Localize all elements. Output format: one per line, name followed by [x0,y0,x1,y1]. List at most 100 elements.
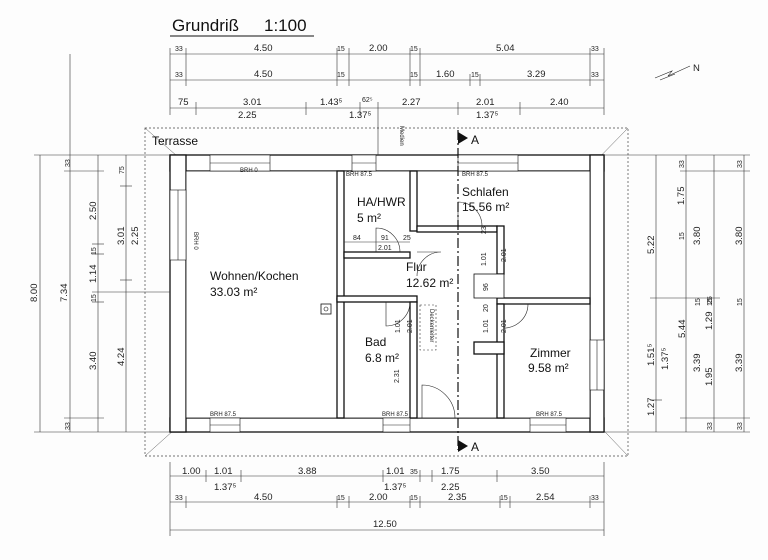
room-hwr-name: HA/HWR [357,195,406,209]
top3b-dim-2: 1.37⁵ [349,110,371,121]
top2-dim-2: 4.50 [254,69,273,80]
room-flur-area: 12.62 m² [406,276,453,290]
inner-dim-hwr-w: 2.01 [378,245,392,252]
right-col2-1: 33 [679,160,686,168]
top2-dim-3: 15 [337,72,345,79]
top-dim-3: 15 [337,46,345,53]
right-col1-1: 5.22 [646,236,657,255]
room-schlafen-name: Schlafen [462,185,509,199]
top3-dim-5: 2.27 [402,97,421,108]
bottom-dimensions: 1.00 1.01 3.88 1.01 35 1.75 3.50 1.37⁵ 1… [169,462,605,536]
bottom-dim-1: 1.00 [182,466,201,477]
top-dimensions: 33 4.50 15 2.00 15 5.04 33 33 4.50 15 1.… [169,43,605,121]
bottom2-dim-6: 2.35 [448,492,467,503]
plan-title: Grundriß [172,16,239,35]
top2-dim-8: 15 [471,72,479,79]
medien-label: Medien [398,126,404,146]
window-label-7: BRH 0 [192,232,198,250]
top2-dim-6: 3.29 [527,69,546,80]
section-marker-bottom: A [471,440,479,454]
inner-dim-hwr-c: 25 [403,235,411,242]
bottom-dim-3: 3.88 [298,466,317,477]
right-col2-7: 33 [707,422,714,430]
bottom1b-dim-1: 1.37⁵ [214,482,236,493]
exterior-walls [169,154,605,433]
top-dim-6: 5.04 [496,43,515,54]
bottom2-dim-2: 4.50 [254,492,273,503]
inner-dim-flur-a: 1.01 [481,252,488,266]
bottom2-dim-1: 33 [175,495,183,502]
top3b-dim-3: 1.37⁵ [476,110,498,121]
inner-dim-hwr-b: 91 [381,235,389,242]
bottom-dim-total: 12.50 [373,519,397,530]
windows [169,154,605,433]
doors [375,201,529,419]
top2-dim-7: 33 [591,72,599,79]
inner-dim-flur-e: 20 [483,304,490,312]
bottom-dim-2: 1.01 [214,466,233,477]
bottom2-dim-8: 2.54 [536,492,555,503]
room-zimmer-area: 9.58 m² [528,361,569,375]
bottom-dim-4: 1.01 [386,466,405,477]
inner-dim-flur-b: 23 [481,226,488,234]
left-col3-2: 2.50 [88,202,99,221]
right-col2-5: 15 [707,298,714,306]
right-col2-8: 25 [707,296,714,304]
section-line: A A [457,130,479,454]
right-col2-6: 1.95 [704,368,715,387]
left-col3-4: 1.14 [88,265,99,284]
top3-dim-3: 1.43⁵ [320,97,342,108]
interior-walls [336,170,591,419]
bottom1b-dim-2: 1.37⁵ [384,482,406,493]
right-col2-4: 1.29 [704,312,715,331]
inner-dim-bad-b: 2.01 [407,319,414,333]
right-dimensions: 5.22 5.44 1.37⁵ 1.51⁵ 1.27 33 1.75 15 1.… [604,154,750,433]
right-col3-4: 3.39 [734,354,745,373]
room-wohnen-area: 33.03 m² [210,285,257,299]
attic-ladder [419,304,437,351]
inner-dim-flur-f: 1.01 [483,319,490,333]
left-col3-3: 15 [91,247,98,255]
right-col3-5: 33 [737,422,744,430]
right-col1-2: 5.44 [677,320,688,339]
right-col2-3: 15 [679,232,686,240]
room-zimmer-name: Zimmer [530,346,571,360]
right-col0-3: 3.39 [692,354,703,373]
top3-dim-1: 75 [178,97,189,108]
left-col4-2: 3.01 [116,227,127,246]
left-col3-6: 3.40 [88,352,99,371]
window-label-1: BRH 0 [240,168,258,174]
north-label: N [693,63,700,74]
window-label-4: BRH 87.5 [210,412,237,418]
top-dim-5: 15 [410,46,418,53]
left-col4-1: 75 [119,166,126,174]
bottom2-dim-9: 33 [591,495,599,502]
top3-dim-6: 2.01 [476,97,495,108]
top3-dim-2: 3.01 [243,97,262,108]
window-label-5: BRH 87.5 [382,412,409,418]
bottom1b-dim-3: 2.25 [441,482,460,493]
north-arrow-icon: N [654,63,700,81]
plan-scale: 1:100 [264,16,307,35]
bottom2-dim-7: 15 [500,495,508,502]
inner-dim-flur-c: 2.01 [501,248,508,262]
room-flur-name: Flur [406,260,427,274]
left-col3-7: 33 [65,422,72,430]
top3-dim-7: 2.40 [550,97,569,108]
window-label-6: BRH 87.5 [536,412,563,418]
bottom2-dim-4: 2.00 [369,492,388,503]
bottom-dim-7: 3.50 [531,466,550,477]
bottom2-dim-3: 15 [337,495,345,502]
inner-dim-hwr-a: 84 [353,235,361,242]
top2-dim-1: 33 [175,72,183,79]
left-dimensions: 8.00 7.34 33 2.50 15 1.14 15 3.40 33 75 … [29,54,170,433]
top-dim-4: 2.00 [369,43,388,54]
top2-dim-5: 15 [410,72,418,79]
right-col3-3: 15 [737,298,744,306]
room-bad-area: 6.8 m² [365,351,399,365]
right-col3-1: 33 [737,160,744,168]
top-dim-2: 4.50 [254,43,273,54]
right-col0-1: 3.80 [692,227,703,246]
inner-dim-bad-a: 1.01 [395,319,402,333]
